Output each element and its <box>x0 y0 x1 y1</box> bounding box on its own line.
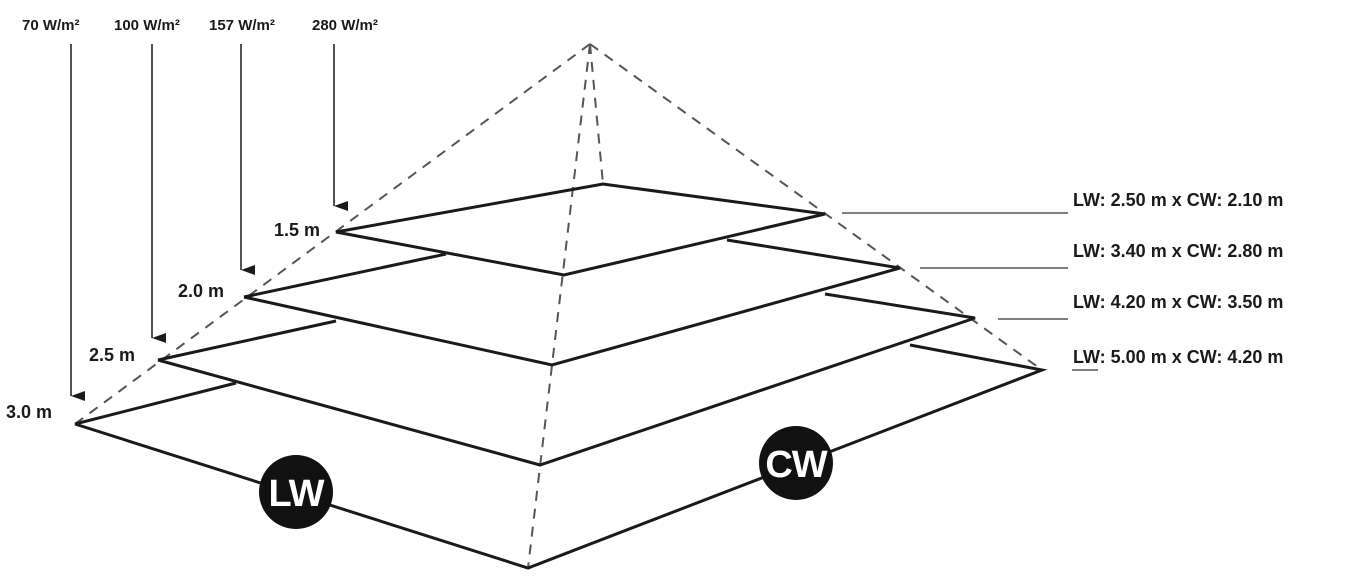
plane-outline <box>335 182 826 277</box>
irradiance-labels: 70 W/m² 100 W/m² 157 W/m² 280 W/m² <box>22 17 378 34</box>
plane-outline-front <box>243 238 901 367</box>
lw-badge-circle <box>259 455 333 529</box>
cw-badge-circle <box>759 426 833 500</box>
plane-level-2 <box>243 238 901 367</box>
height-label: 1.5 m <box>274 220 320 240</box>
dimension-label: LW: 3.40 m x CW: 2.80 m <box>1073 241 1283 261</box>
plane-outline-back <box>243 252 447 299</box>
plane-level-3 <box>157 292 976 467</box>
irradiance-label: 157 W/m² <box>209 17 275 34</box>
dimension-label: LW: 2.50 m x CW: 2.10 m <box>1073 190 1283 210</box>
edge-back <box>589 43 604 185</box>
height-label: 2.5 m <box>89 345 135 365</box>
edge-front <box>527 43 591 569</box>
height-label: 3.0 m <box>6 402 52 422</box>
lw-badge-text: LW <box>269 473 325 515</box>
cw-badge: CW <box>759 426 833 500</box>
height-label: 2.0 m <box>178 281 224 301</box>
plane-outline-back <box>74 381 237 426</box>
irradiance-arrows <box>70 44 348 401</box>
irradiance-label: 70 W/m² <box>22 17 80 34</box>
dimension-labels: LW: 2.50 m x CW: 2.10 m LW: 3.40 m x CW:… <box>1073 190 1283 367</box>
pyramid-edges <box>74 43 1043 569</box>
lw-badge: LW <box>259 455 333 529</box>
cw-badge-text: CW <box>765 444 827 486</box>
plane-outline-back <box>157 319 337 362</box>
dimension-label: LW: 4.20 m x CW: 3.50 m <box>1073 292 1283 312</box>
plane-level-1 <box>335 182 826 277</box>
irradiance-label: 100 W/m² <box>114 17 180 34</box>
plane-outline-front <box>157 292 976 467</box>
dimension-leaders <box>842 212 1098 371</box>
dimension-label: LW: 5.00 m x CW: 4.20 m <box>1073 347 1283 367</box>
irradiance-label: 280 W/m² <box>312 17 378 34</box>
height-labels: 1.5 m 2.0 m 2.5 m 3.0 m <box>6 220 320 422</box>
edge-right <box>589 43 1043 371</box>
